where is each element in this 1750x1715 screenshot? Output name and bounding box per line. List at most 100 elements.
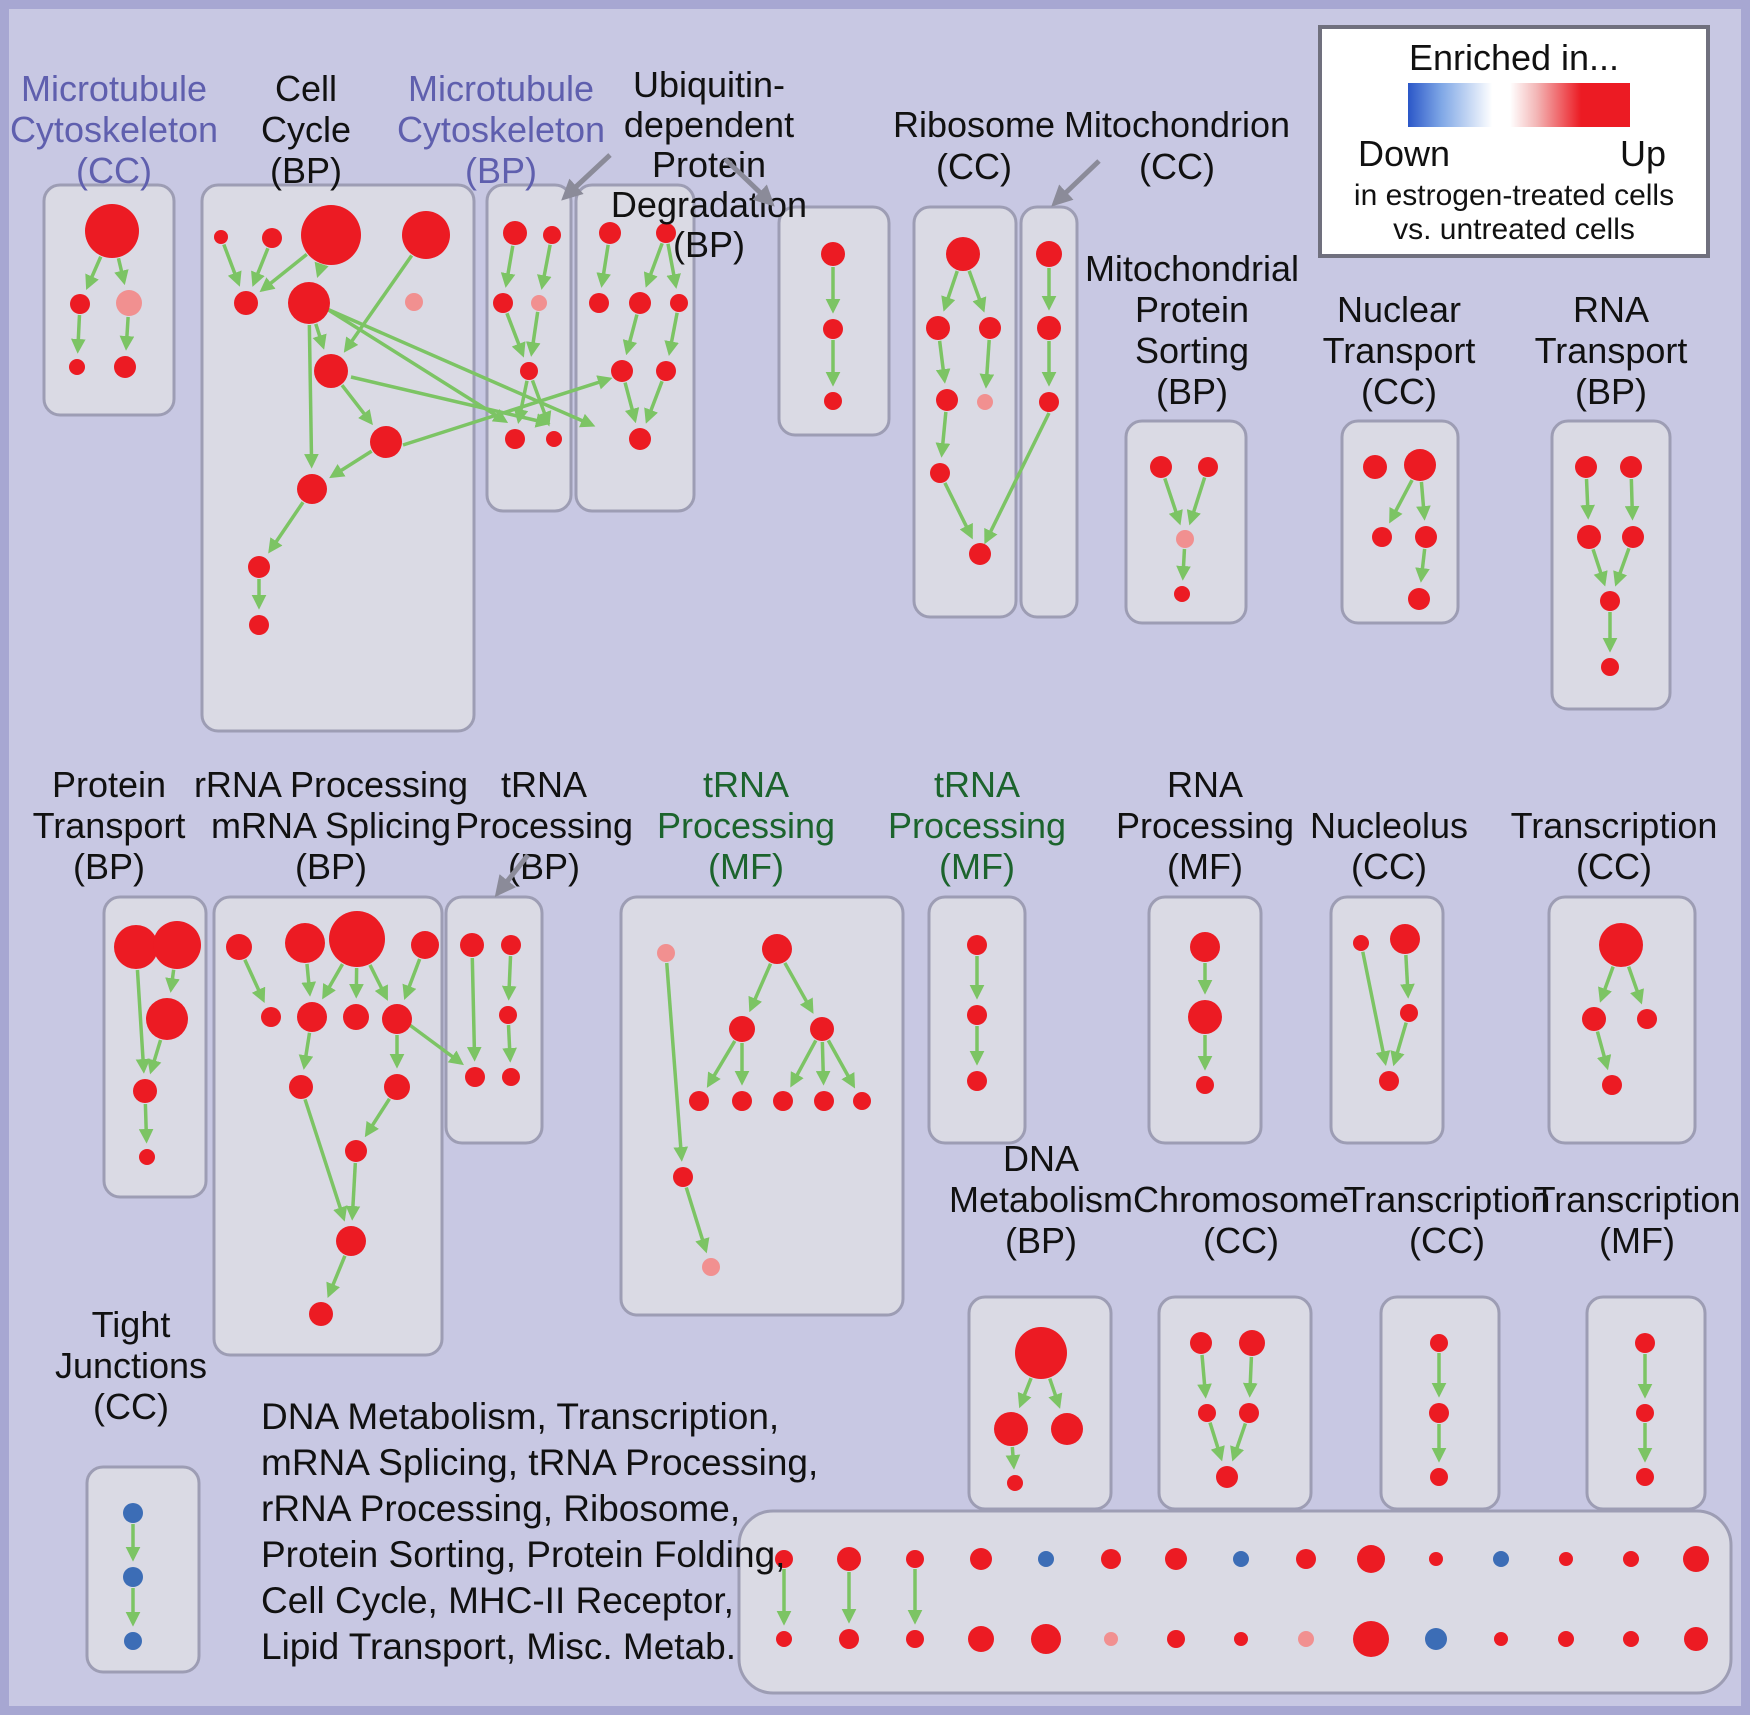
cluster-label-protein-transport-bp: Protein	[52, 764, 166, 805]
go-term-node-microtubule-bp-0	[503, 221, 527, 245]
edge-mito-protein-sorting	[1176, 548, 1191, 581]
cluster-label-mito-protein-sorting: (BP)	[1156, 371, 1228, 412]
strip-node-top-11	[1493, 1551, 1509, 1567]
cluster-label-ribosome-cc: (CC)	[936, 146, 1012, 187]
cluster-box-dna-metabolism-bp	[967, 1295, 1113, 1511]
edge-rna-transport-bp	[1613, 547, 1631, 587]
go-term-node-transcription-cc-a-1	[1582, 1007, 1606, 1031]
cluster-box-tight-junctions-cc	[85, 1465, 201, 1674]
summary-note-line-5: Lipid Transport, Misc. Metab.	[261, 1626, 736, 1667]
strip-node-top-6	[1165, 1548, 1187, 1570]
strip-node-bottom-14	[1684, 1627, 1708, 1651]
edge-protein-transport-bp	[165, 969, 180, 993]
go-term-node-microtubule-bp-2	[493, 293, 513, 313]
edge-rrna-mrna-bp	[298, 1032, 314, 1070]
go-term-node-transcription-cc-b-0	[1430, 1334, 1448, 1352]
cluster-label-trna-processing-mf-large: (MF)	[708, 846, 784, 887]
edges-layer	[70, 242, 1653, 1627]
cluster-label-ubiquitin-bp: dependent	[624, 104, 794, 145]
edge-microtubule-bp	[537, 244, 552, 290]
cluster-box-nuclear-transport-cc	[1340, 419, 1460, 625]
go-term-node-mitochondrion-cc-0	[1036, 241, 1062, 267]
go-term-node-microtubule-cc-4	[114, 356, 136, 378]
edge-cell-cycle	[343, 254, 414, 353]
cluster-label-protein-transport-bp: Transport	[33, 805, 186, 846]
cluster-label-rna-processing-mf: RNA	[1167, 764, 1243, 805]
strip-node-bottom-9	[1353, 1621, 1389, 1657]
go-term-node-trna-processing-mf-large-1	[762, 934, 792, 964]
cluster-label-nucleolus-cc: Nucleolus	[1310, 805, 1468, 846]
go-term-node-rrna-mrna-bp-12	[309, 1302, 333, 1326]
cluster-label-ubiquitin-bp: Degradation	[611, 184, 807, 225]
go-term-node-nuclear-transport-cc-4	[1408, 588, 1430, 610]
go-term-node-ribosome-cc-5	[930, 463, 950, 483]
cluster-label-rna-processing-mf: (MF)	[1167, 846, 1243, 887]
edge-protein-transport-bp	[138, 1103, 154, 1144]
edge-cell-cycle	[314, 261, 329, 278]
annotation-arrow-3	[494, 853, 530, 898]
cluster-box-misc-strip	[737, 1509, 1733, 1695]
cross-edge-0	[326, 307, 509, 423]
go-term-node-cell-cycle-1	[262, 228, 282, 248]
edge-trna-processing-mf-large	[826, 1039, 856, 1089]
go-term-node-ubiquitin-bp-6	[656, 361, 676, 381]
annotation-arrow-0	[561, 153, 612, 201]
go-term-node-microtubule-cc-2	[116, 290, 142, 316]
go-term-node-trna-processing-mf-small-2	[967, 1071, 987, 1091]
cluster-label-nucleolus-cc: (CC)	[1351, 846, 1427, 887]
edge-rna-transport-bp	[1591, 548, 1608, 587]
go-term-node-ubiquitin-chain-1	[823, 319, 843, 339]
summary-note-line-3: Protein Sorting, Protein Folding,	[261, 1534, 785, 1575]
go-term-node-trna-processing-mf-large-10	[702, 1258, 720, 1276]
edge-nucleolus-cc	[1361, 951, 1391, 1066]
go-term-node-nucleolus-cc-3	[1379, 1071, 1399, 1091]
cluster-box-cell-cycle	[200, 183, 476, 733]
edge-dna-metabolism-bp	[1017, 1377, 1033, 1409]
edge-cell-cycle	[304, 324, 319, 469]
edge-mito-protein-sorting	[1186, 476, 1207, 526]
cluster-label-microtubule-cc: Cytoskeleton	[10, 109, 218, 150]
cross-edge-3	[402, 375, 613, 447]
go-term-node-trna-processing-mf-large-9	[673, 1167, 693, 1187]
cluster-label-dna-metabolism-bp: DNA	[1003, 1138, 1079, 1179]
go-term-node-ubiquitin-bp-3	[629, 292, 651, 314]
go-term-node-cell-cycle-3	[402, 211, 450, 259]
edge-rrna-mrna-bp	[402, 958, 422, 1000]
edge-trna-processing-mf-large	[790, 1039, 818, 1088]
go-term-node-trna-processing-bp-3	[465, 1067, 485, 1087]
go-term-node-trna-processing-mf-large-2	[729, 1016, 755, 1042]
go-term-node-chromosome-cc-1	[1239, 1330, 1265, 1356]
edge-cell-cycle	[340, 384, 373, 426]
go-term-node-microtubule-bp-5	[505, 429, 525, 449]
go-term-node-ubiquitin-bp-5	[611, 360, 633, 382]
cross-edge-2	[350, 375, 551, 428]
strip-node-top-13	[1623, 1551, 1639, 1567]
go-term-node-transcription-cc-a-2	[1637, 1009, 1657, 1029]
edge-ubiquitin-bp	[623, 382, 640, 424]
legend-subtitle-line2: vs. untreated cells	[1393, 213, 1635, 246]
cluster-label-rna-transport-bp: Transport	[1535, 330, 1688, 371]
go-term-node-chromosome-cc-3	[1239, 1403, 1259, 1423]
edge-cell-cycle	[268, 501, 305, 554]
cluster-label-transcription-cc-b: (CC)	[1409, 1220, 1485, 1261]
cluster-label-transcription-cc-a: Transcription	[1511, 805, 1718, 846]
go-term-node-ribosome-cc-0	[946, 237, 980, 271]
cluster-label-trna-processing-bp: tRNA	[501, 764, 587, 805]
strip-node-top-0	[775, 1550, 793, 1568]
edge-rrna-mrna-bp	[326, 1255, 347, 1298]
cluster-label-mito-protein-sorting: Protein	[1135, 289, 1249, 330]
go-term-node-rna-transport-bp-5	[1601, 658, 1619, 676]
go-term-node-mito-protein-sorting-0	[1150, 456, 1172, 478]
nodes-layer	[69, 204, 1709, 1657]
go-term-node-ubiquitin-bp-0	[599, 222, 621, 244]
cluster-label-rna-transport-bp: RNA	[1573, 289, 1649, 330]
go-term-node-ubiquitin-chain-0	[821, 242, 845, 266]
legend: Enriched in... Down Up in estrogen-treat…	[1318, 25, 1710, 258]
go-term-node-mito-protein-sorting-3	[1174, 586, 1190, 602]
go-term-node-nucleolus-cc-2	[1400, 1004, 1418, 1022]
cluster-label-cell-cycle: (BP)	[270, 150, 342, 191]
edge-trna-processing-mf-large	[783, 962, 814, 1014]
go-term-node-rrna-mrna-bp-7	[382, 1004, 412, 1034]
summary-note-line-2: rRNA Processing, Ribosome,	[261, 1488, 740, 1529]
edge-rrna-mrna-bp	[301, 963, 317, 997]
